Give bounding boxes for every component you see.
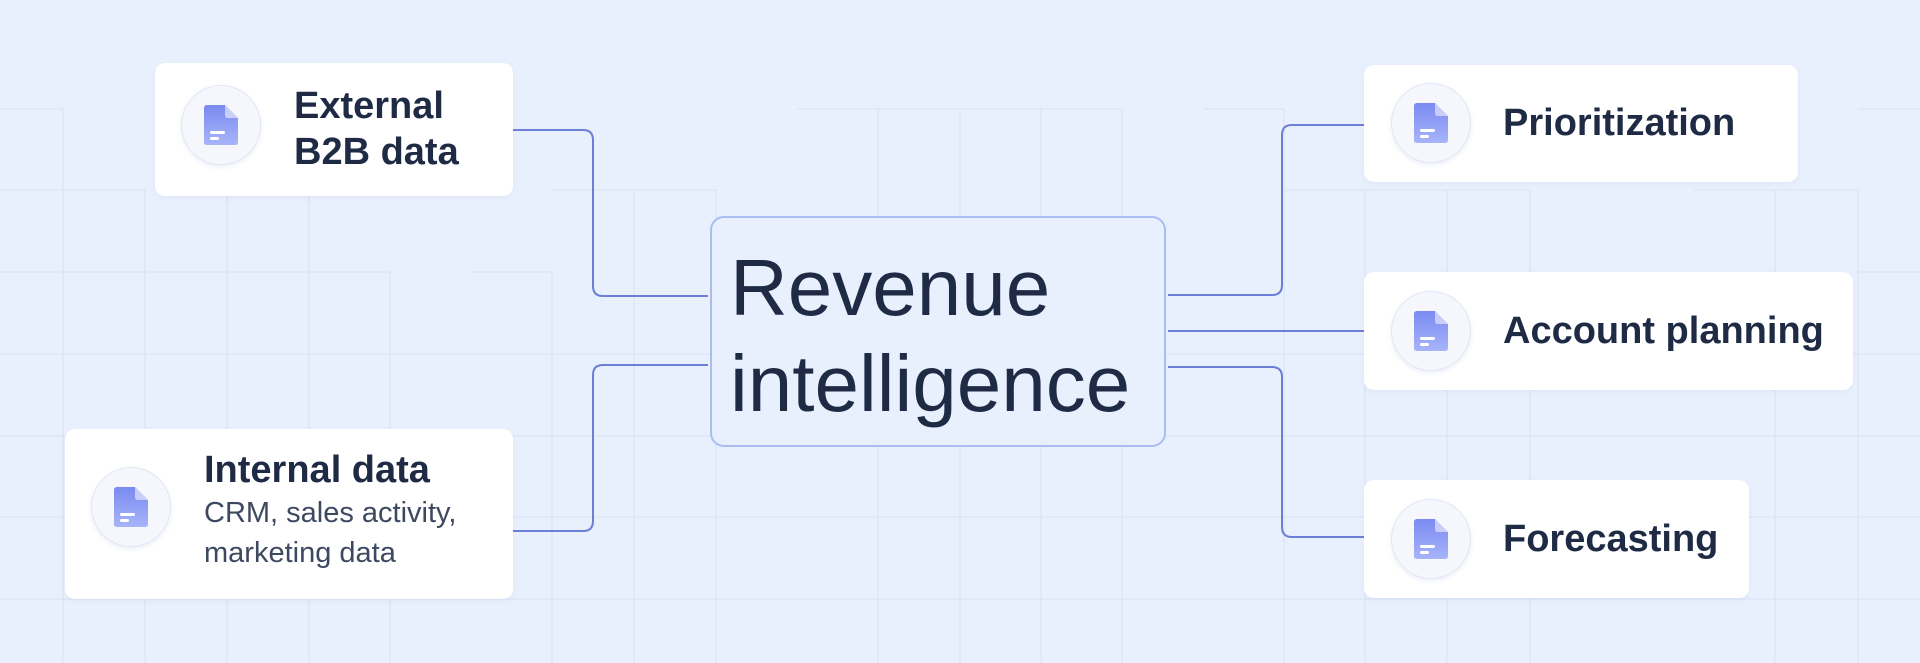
input-card-title: Internal data [204,449,430,491]
document-icon [1391,291,1471,371]
document-icon [1391,83,1471,163]
output-card-prioritization: Prioritization [1364,65,1798,182]
output-card-title: Prioritization [1503,102,1736,144]
document-icon [181,85,261,165]
connector-center-to-forecasting [1168,366,1364,538]
output-card-account-planning: Account planning [1364,272,1853,390]
connector-internal-to-center [513,364,708,532]
input-card-external-b2b-data: External B2B data [155,63,513,196]
output-card-forecasting: Forecasting [1364,480,1749,598]
input-card-internal-data: Internal data CRM, sales activity, marke… [65,429,513,599]
document-icon [1391,499,1471,579]
document-icon [91,467,171,547]
output-card-title: Account planning [1503,310,1824,352]
output-card-title: Forecasting [1503,518,1719,560]
center-node-revenue-intelligence: Revenue intelligence [710,216,1166,447]
connector-external-to-center [513,129,708,297]
center-title: Revenue intelligence [730,243,1131,428]
input-card-title: External B2B data [294,85,459,173]
connector-center-to-prioritization [1168,124,1364,296]
input-card-subtitle: CRM, sales activity, marketing data [204,497,457,569]
